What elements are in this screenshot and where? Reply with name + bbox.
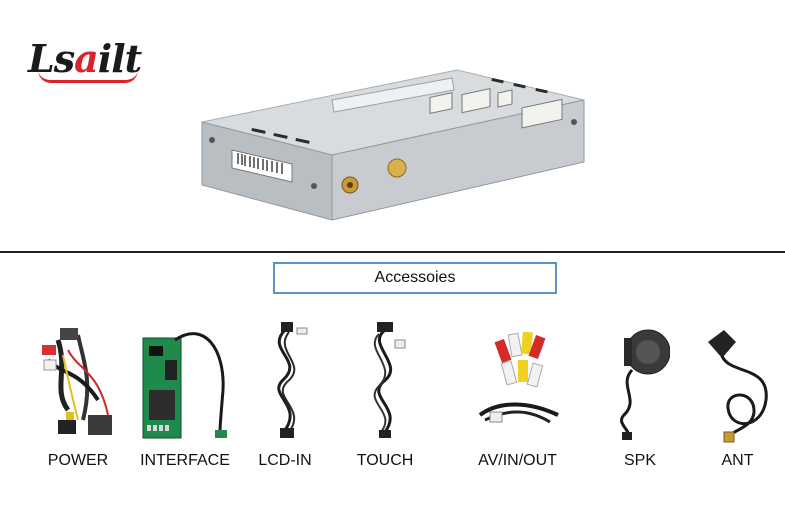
accessory-lcd-in: LCD-IN (255, 320, 315, 480)
accessory-label: ANT (721, 452, 754, 469)
touch-cable-icon (373, 322, 406, 438)
gps-antenna-icon (708, 330, 768, 443)
accessory-ant: ANT (700, 320, 775, 480)
accessory-spk: SPK (610, 320, 670, 480)
section-divider (0, 251, 785, 253)
accessory-label: POWER (47, 452, 109, 469)
accessory-touch: TOUCH (355, 320, 415, 480)
speaker-icon (620, 329, 670, 440)
accessory-label: LCD-IN (258, 452, 312, 469)
accessory-av-in-out: AV/IN/OUT (470, 320, 565, 480)
power-harness-icon (42, 328, 112, 435)
accessory-label: TOUCH (356, 452, 414, 469)
lcd-cable-icon (277, 322, 308, 438)
accessory-label: SPK (623, 452, 657, 469)
accessory-power: POWER (38, 320, 118, 480)
accessory-label: INTERFACE (140, 452, 230, 469)
av-rca-cable-icon (478, 331, 559, 424)
accessories-title: Accessoies (273, 262, 557, 294)
accessory-interface: INTERFACE (135, 320, 235, 480)
interface-board-icon (142, 332, 227, 439)
accessory-label: AV/IN/OUT (478, 452, 557, 469)
interface-box-image (201, 69, 585, 221)
brand-logo: Lsailt (28, 36, 142, 83)
